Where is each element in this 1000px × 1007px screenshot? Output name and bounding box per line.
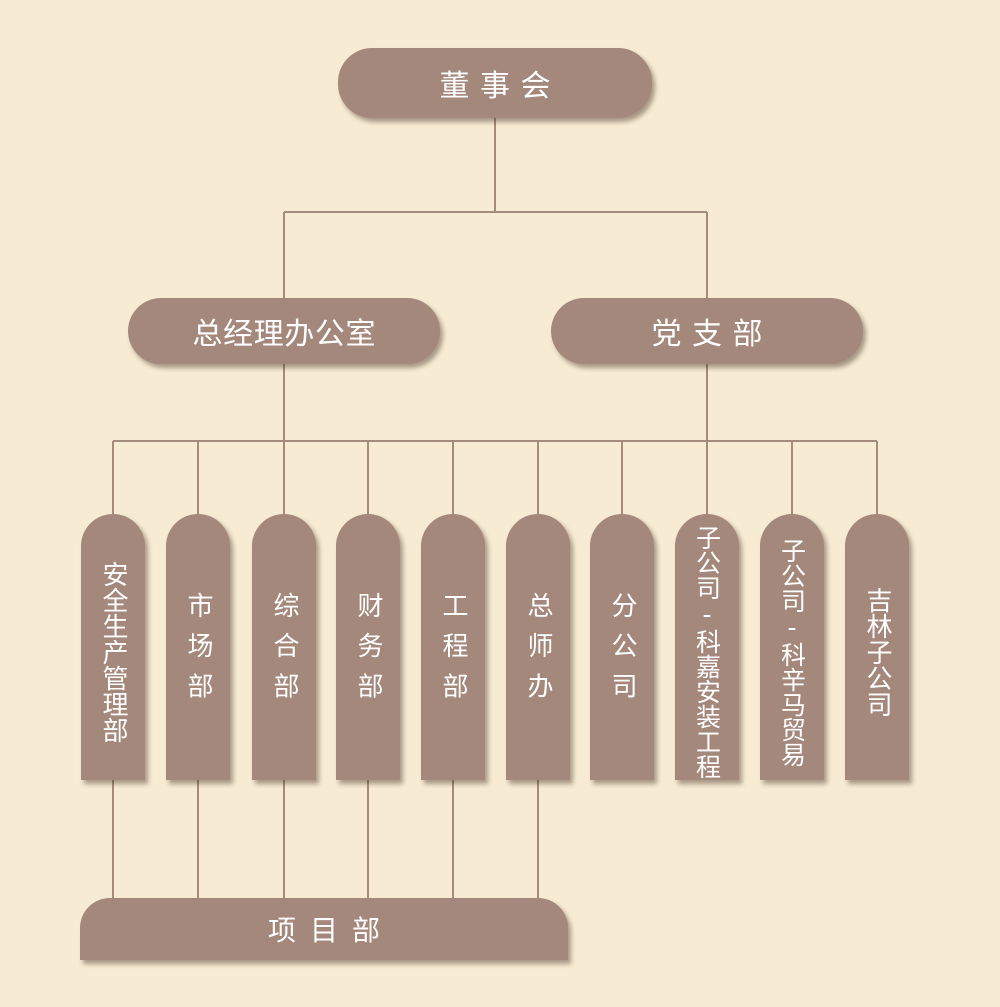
- node-department: 总师办: [506, 514, 570, 780]
- node-department: 财务部: [336, 514, 400, 780]
- department-label: 安全生产管理部: [98, 561, 128, 743]
- department-label: 综合部: [269, 591, 299, 713]
- node-department: 综合部: [252, 514, 316, 780]
- node-department: 子公司-科嘉安装工程: [675, 514, 739, 780]
- node-party-branch-label: 党支部: [651, 317, 773, 352]
- node-department: 市场部: [166, 514, 230, 780]
- department-label: 子公司-科嘉安装工程: [692, 525, 722, 779]
- department-label: 财务部: [353, 591, 383, 713]
- node-department: 安全生产管理部: [81, 514, 145, 780]
- node-department: 吉林子公司: [845, 514, 909, 780]
- node-board: 董事会: [338, 48, 652, 118]
- node-gm-office: 总经理办公室: [128, 298, 440, 364]
- node-party-branch: 党支部: [551, 298, 863, 364]
- department-label: 吉林子公司: [862, 587, 892, 717]
- department-label: 子公司-科辛马贸易: [777, 537, 807, 767]
- node-department: 子公司-科辛马贸易: [760, 514, 824, 780]
- node-project-dept-label: 项目部: [267, 914, 394, 947]
- department-label: 工程部: [438, 591, 468, 713]
- department-label: 总师办: [523, 591, 553, 713]
- node-board-label: 董事会: [439, 69, 561, 104]
- node-project-dept: 项目部: [80, 898, 568, 960]
- node-gm-office-label: 总经理办公室: [192, 317, 377, 352]
- node-department: 工程部: [421, 514, 485, 780]
- node-department: 分公司: [590, 514, 654, 780]
- department-label: 市场部: [183, 591, 213, 713]
- department-label: 分公司: [607, 591, 637, 713]
